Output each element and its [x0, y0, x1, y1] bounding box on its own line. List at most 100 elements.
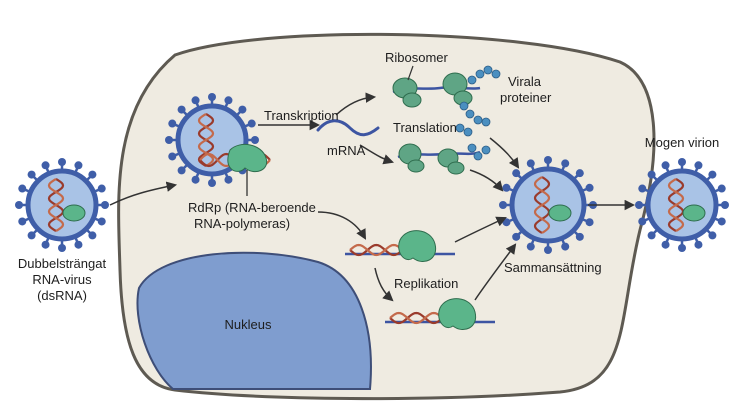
- protein-bead: [481, 117, 491, 127]
- protein-bead: [483, 65, 493, 75]
- arrow-translation: [359, 144, 394, 165]
- protein-bead: [473, 151, 483, 161]
- capsid-spike-tip: [88, 170, 97, 179]
- capsid-spike-tip: [638, 217, 647, 226]
- capsid-spike-tip: [97, 217, 106, 226]
- rdrp-label-line2: RNA-polymeras): [194, 216, 290, 231]
- mature-virion-label: Mogen virion: [645, 135, 719, 150]
- capsid-spike-tip: [499, 201, 507, 209]
- capsid-spike-tip: [561, 242, 570, 251]
- arrow-translation-to-assembly: [469, 169, 504, 192]
- viral-proteins-label-line2: proteiner: [500, 90, 552, 105]
- entering-virion: [165, 93, 271, 187]
- protein-bead: [467, 75, 477, 85]
- capsid-spike-tip: [168, 152, 177, 161]
- capsid-spike-tip: [575, 169, 584, 178]
- ribosome-top-1: [392, 77, 422, 108]
- translation-label: Translation: [393, 120, 457, 135]
- capsid-spike-tip: [177, 105, 186, 114]
- ribosomes-label: Ribosomer: [385, 50, 449, 65]
- protein-bead: [481, 145, 491, 155]
- capsid-spike-tip: [561, 159, 570, 168]
- capsid-spike-tip: [708, 231, 717, 240]
- capsid-spike-tip: [177, 166, 186, 175]
- dsrna-virus-label: Dubbelsträngat: [18, 256, 107, 271]
- capsid-spike-tip: [58, 158, 66, 166]
- capsid-spike-tip: [168, 119, 177, 128]
- dsrna-virus-label-line3: (dsRNA): [37, 288, 87, 303]
- capsid-spike-tip: [512, 169, 521, 178]
- rna-strand: [47, 178, 65, 232]
- mrna-strand: [316, 119, 380, 137]
- capsid-spike-tip: [88, 231, 97, 240]
- capsid-spike-tip: [512, 232, 521, 241]
- assembly-label: Sammansättning: [504, 260, 602, 275]
- capsid-spike-tip: [708, 170, 717, 179]
- capsid-spike-tip: [238, 105, 247, 114]
- protein-bead: [459, 101, 469, 111]
- rdrp-enzyme: [227, 143, 268, 173]
- capsid-spike-tip: [101, 201, 109, 209]
- ribosome-mid-2: [437, 148, 465, 175]
- capsid-spike-tip: [647, 231, 656, 240]
- capsid-spike-tip: [678, 158, 686, 166]
- capsid-spike-tip: [661, 240, 670, 249]
- capsid-spike-tip: [647, 170, 656, 179]
- protein-bead: [463, 127, 473, 137]
- protein-bead: [455, 123, 465, 133]
- transcription-label: Transkription: [264, 108, 339, 123]
- arrow-replication-down: [374, 267, 394, 302]
- capsid-spike-tip: [224, 175, 233, 184]
- capsid-spike-tip: [208, 179, 216, 187]
- replication-complex-2: [385, 298, 495, 330]
- arrow-entry: [109, 181, 178, 206]
- capsid-spike-tip: [661, 161, 670, 170]
- ribosome-mid-1: [398, 143, 425, 173]
- replication-label: Replikation: [394, 276, 458, 291]
- capsid-spike-tip: [74, 161, 83, 170]
- capsid-spike-tip: [208, 93, 216, 101]
- capsid-spike-tip: [585, 218, 594, 227]
- capsid-spike-tip: [58, 244, 66, 252]
- capsid-spike-tip: [247, 119, 256, 128]
- viral-protein-chains: [455, 65, 501, 161]
- capsid-spike-tip: [27, 231, 36, 240]
- capsid-spike-tip: [694, 161, 703, 170]
- capsid-spike-tip: [41, 240, 50, 249]
- capsid-spike-tip: [694, 240, 703, 249]
- protein-bead: [475, 69, 485, 79]
- capsid-spike-tip: [502, 183, 511, 192]
- capsid-spike-tip: [575, 232, 584, 241]
- capsid-spike-tip: [97, 184, 106, 193]
- capsid-spike-tip: [526, 242, 535, 251]
- capsid-spike-tip: [638, 184, 647, 193]
- protein-bead: [473, 115, 483, 125]
- rdrp-enzyme: [62, 204, 86, 222]
- capsid-spike-tip: [41, 161, 50, 170]
- capsid-spike-tip: [678, 244, 686, 252]
- arrow-replication-to-assembly: [454, 216, 507, 243]
- rdrp-enzyme: [438, 298, 477, 330]
- protein-bead: [465, 109, 475, 119]
- rna-strand: [533, 176, 551, 234]
- viral-proteins-label: Virala: [508, 74, 542, 89]
- capsid-spike-tip: [165, 136, 173, 144]
- capsid-spike-tip: [544, 246, 552, 254]
- protein-bead: [491, 69, 501, 79]
- rdrp-enzyme: [682, 204, 706, 222]
- capsid-spike-tip: [717, 217, 726, 226]
- capsid-spike-tip: [251, 136, 259, 144]
- rdrp-enzyme: [548, 204, 572, 222]
- dsrna-virus-label-line2: RNA-virus: [32, 272, 92, 287]
- capsid-spike-tip: [18, 184, 27, 193]
- capsid: [509, 166, 587, 244]
- rna-strand: [197, 113, 215, 167]
- replication-complex-1: [345, 230, 455, 262]
- free-dsrna-virion: [15, 158, 109, 252]
- arrow-proteins-to-assembly: [489, 137, 520, 169]
- capsid-spike-tip: [191, 175, 200, 184]
- capsid-spike-tip: [526, 159, 535, 168]
- arrow-replication2-to-assembly: [474, 243, 517, 301]
- capsid-spike-tip: [721, 201, 729, 209]
